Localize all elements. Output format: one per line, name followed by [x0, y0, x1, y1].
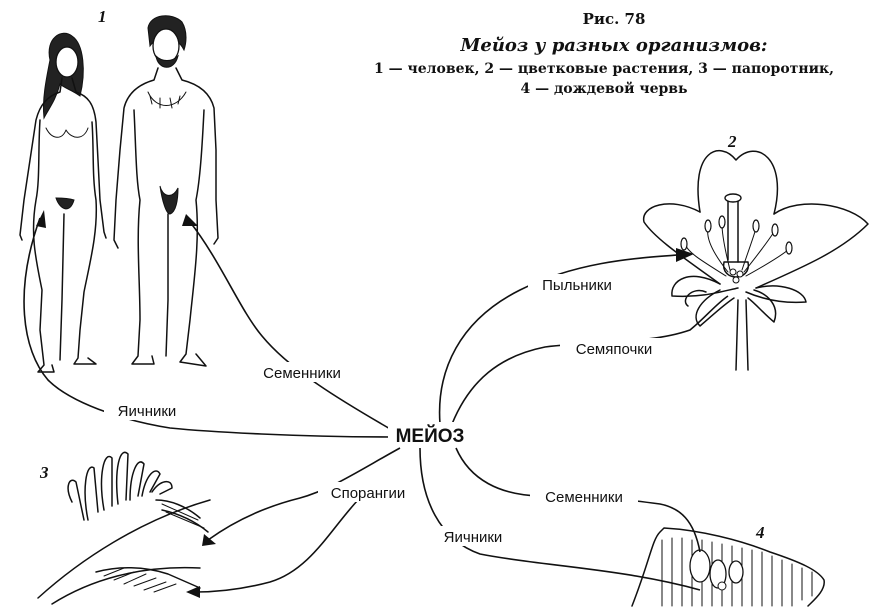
arrow-to-sporangia-lower — [196, 500, 358, 592]
arrow-to-ovaries-human — [24, 218, 392, 437]
arrow-to-ovules — [452, 296, 728, 424]
branch-labels: МЕЙОЗ Семенники Яичники Пыльники Семяпоч… — [104, 274, 670, 546]
organism-number-4: 4 — [755, 523, 765, 542]
label-plant-anthers: Пыльники — [542, 277, 612, 294]
man-figure — [114, 16, 218, 366]
label-human-ovaries: Яичники — [118, 403, 177, 420]
label-human-testes: Семенники — [263, 365, 341, 382]
human-figures-illustration — [20, 16, 218, 372]
organism-number-2: 2 — [727, 132, 737, 151]
organism-number-3: 3 — [39, 463, 49, 482]
label-fern-sporangia: Спорангии — [331, 485, 406, 502]
figure-number: Рис. 78 — [583, 10, 646, 28]
meiosis-center-label: МЕЙОЗ — [396, 425, 465, 447]
organism-number-1: 1 — [98, 7, 107, 26]
woman-figure — [20, 33, 106, 372]
label-plant-ovules: Семяпочки — [576, 341, 653, 358]
fern-illustration — [38, 452, 210, 604]
figure-title: Мейоз у разных организмов: — [459, 35, 767, 56]
figure-legend-line-2: 4 — дождевой червь — [520, 80, 687, 97]
arrow-to-testes-human — [190, 222, 392, 430]
label-worm-testes: Семенники — [545, 489, 623, 506]
label-worm-ovaries: Яичники — [444, 529, 503, 546]
figure-caption: Рис. 78 Мейоз у разных организмов: 1 — ч… — [374, 10, 834, 97]
arrow-to-ovaries-worm — [420, 448, 700, 590]
figure-legend-line-1: 1 — человек, 2 — цветковые растения, 3 —… — [374, 61, 834, 77]
earthworm-illustration — [632, 528, 824, 606]
